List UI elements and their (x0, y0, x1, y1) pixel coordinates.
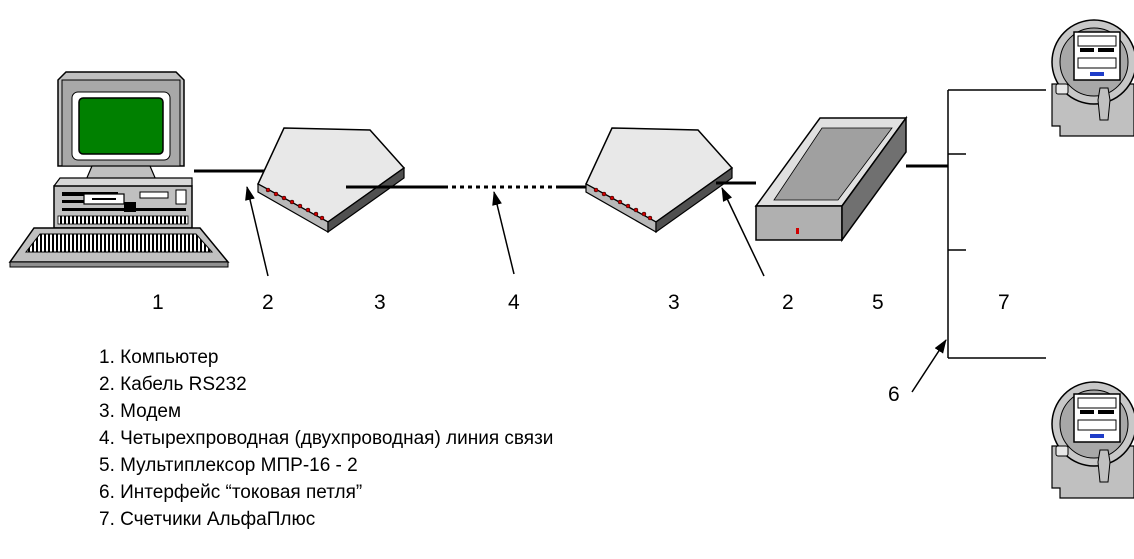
modem-right-icon (585, 127, 734, 234)
arrow-cable-right (721, 187, 765, 277)
multiplexer-icon (754, 115, 908, 243)
label-computer: 1 (152, 291, 164, 314)
mux-indicator (796, 228, 799, 234)
label-cable-left: 2 (262, 291, 274, 314)
arrow-cable-left (245, 186, 269, 277)
meter-bottom-icon (1051, 381, 1134, 499)
label-multiplexer: 5 (872, 291, 884, 314)
label-line: 4 (508, 291, 520, 314)
label-meters: 7 (998, 291, 1010, 314)
legend: 1. Компьютер 2. Кабель RS232 3. Модем 4.… (99, 344, 553, 533)
legend-item-cable: 2. Кабель RS232 (99, 374, 247, 395)
computer-icon (8, 71, 230, 268)
legend-item-computer: 1. Компьютер (99, 347, 219, 368)
legend-item-interface: 6. Интерфейс “токовая петля” (99, 482, 363, 503)
legend-item-line: 4. Четырехпроводная (двухпроводная) лини… (99, 428, 554, 449)
label-interface: 6 (888, 383, 900, 406)
legend-item-multiplexer: 5. Мультиплексор МПР-16 - 2 (99, 455, 358, 476)
label-modem-right: 3 (668, 291, 680, 314)
modem-left-icon (257, 127, 406, 234)
current-loop-bus (906, 89, 1046, 359)
arrow-line (492, 191, 515, 275)
label-modem-left: 3 (374, 291, 386, 314)
label-cable-right: 2 (782, 291, 794, 314)
arrow-interface (911, 339, 947, 393)
legend-item-modem: 3. Модем (99, 401, 182, 422)
meter-top-icon (1051, 19, 1134, 137)
legend-item-meters: 7. Счетчики АльфаПлюс (99, 509, 316, 530)
